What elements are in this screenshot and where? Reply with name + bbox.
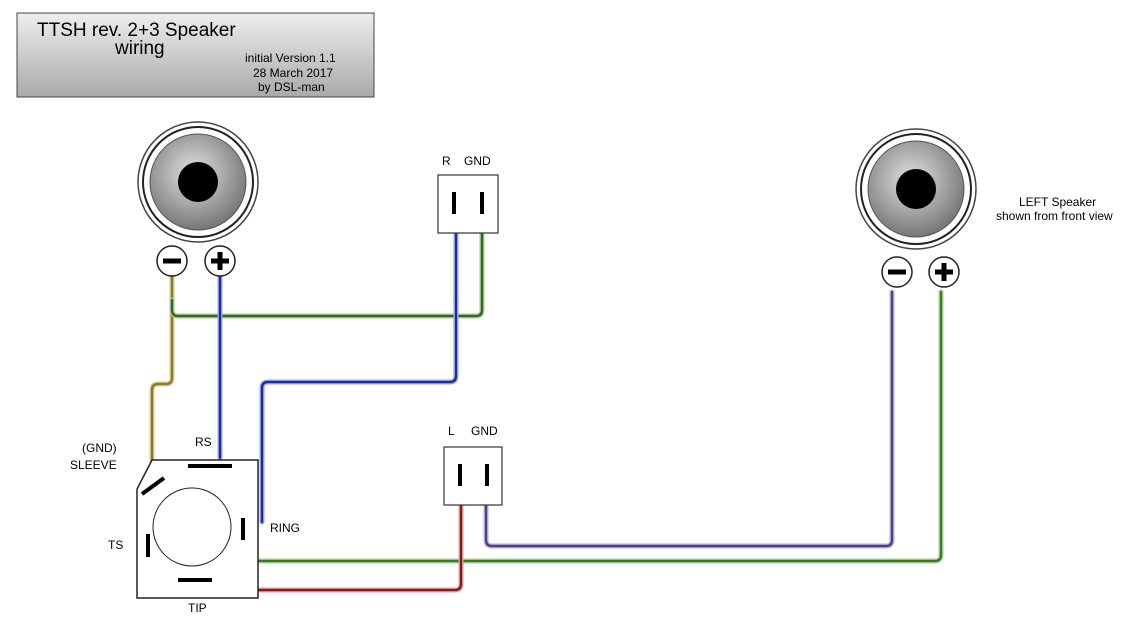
connector-r-label: R bbox=[442, 154, 451, 168]
minus-icon bbox=[888, 269, 906, 275]
connector-r-gnd: R GND bbox=[437, 154, 499, 234]
jack-tip-label: TIP bbox=[188, 601, 207, 615]
wire-olive-sleeve bbox=[140, 272, 175, 492]
title-author: by DSL-man bbox=[258, 80, 325, 94]
left-speaker-minus-terminal bbox=[881, 256, 913, 288]
title-line2: wiring bbox=[114, 38, 165, 59]
wires bbox=[140, 229, 944, 593]
right-speaker-plus-terminal bbox=[204, 245, 236, 277]
jack-rs-label: RS bbox=[195, 435, 212, 449]
jack-contact-sleeve bbox=[140, 476, 166, 496]
right-speaker-minus-terminal bbox=[156, 245, 188, 277]
left-speaker-label: LEFT Speaker bbox=[1019, 195, 1096, 209]
pin-l bbox=[458, 464, 462, 486]
title-version: initial Version 1.1 bbox=[245, 51, 336, 65]
jack-socket bbox=[152, 487, 232, 567]
title-box: TTSH rev. 2+3 Speaker wiring initial Ver… bbox=[16, 12, 375, 98]
minus-icon bbox=[163, 258, 181, 264]
jack-sleeve-label: SLEEVE bbox=[70, 458, 117, 472]
speaker-dustcap bbox=[178, 162, 218, 202]
pin-gnd bbox=[485, 464, 489, 486]
wire-blue-ring bbox=[259, 229, 459, 525]
wire-green-ts bbox=[145, 289, 944, 564]
headphone-jack: RS (GND) SLEEVE RING TS TIP bbox=[70, 435, 300, 615]
connector-gnd-label: GND bbox=[464, 154, 491, 168]
plus-icon bbox=[935, 263, 953, 281]
wire-purple-gnd bbox=[483, 289, 895, 549]
connector-l-gnd: L GND bbox=[443, 424, 503, 506]
jack-ts-label: TS bbox=[108, 538, 123, 552]
pin-r bbox=[452, 192, 456, 214]
plus-icon bbox=[211, 252, 229, 270]
left-speaker: LEFT Speaker shown from front view bbox=[855, 128, 1113, 288]
jack-gnd-label: (GND) bbox=[82, 441, 117, 455]
connector-gnd-label: GND bbox=[471, 424, 498, 438]
right-speaker bbox=[137, 121, 259, 277]
left-speaker-plus-terminal bbox=[928, 256, 960, 288]
left-speaker-sublabel: shown from front view bbox=[996, 209, 1113, 223]
pin-gnd bbox=[480, 192, 484, 214]
title-line1: TTSH rev. 2+3 Speaker bbox=[37, 20, 236, 41]
jack-ring-label: RING bbox=[270, 521, 300, 535]
connector-l-label: L bbox=[448, 424, 455, 438]
speaker-dustcap bbox=[896, 169, 936, 209]
title-date: 28 March 2017 bbox=[253, 66, 333, 80]
